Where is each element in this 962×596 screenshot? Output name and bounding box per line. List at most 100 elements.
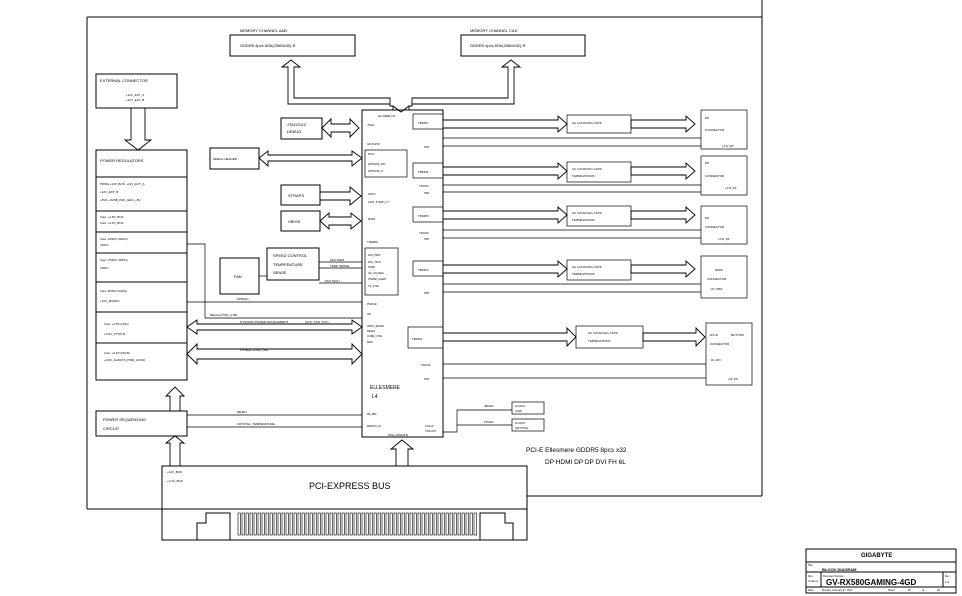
pr-row5-a: Vout: +1.8V (LDO) <box>104 322 129 326</box>
serial-arrow <box>258 150 363 168</box>
gpu-gpio-sub: GPIO_STRAP_0..7.. <box>368 201 391 204</box>
pcie-pin <box>305 512 309 536</box>
clock-crystal-line1: CLOCK <box>515 421 525 425</box>
jtag-line2: DEBUG <box>287 129 301 134</box>
ac-4-line2: TERMINATIONS <box>588 339 610 343</box>
gpu-sub-8: VDDC_SENSE <box>367 325 384 328</box>
tmds-4: TMDPA <box>412 337 422 341</box>
straps: STRAPS <box>280 184 321 206</box>
memory-channel-ab: MEMORY CHANNEL A&B GDDR5 4pcs 8Gb(256Mx3… <box>229 28 356 57</box>
tb-size: Custom <box>808 579 819 583</box>
pcie-pin <box>253 512 257 536</box>
pcie-pin <box>281 512 285 536</box>
conn-2-line1: DP <box>705 216 709 220</box>
speed-line1: SPEED CONTROL <box>273 253 308 258</box>
pr-row2-a: Vout: VDDCI (3APH) <box>100 237 128 241</box>
gpu-right-0: TXDATA <box>419 185 429 188</box>
connectors: DP CONNECTOR +3.3V_DP DP CONNECTOR +3.3V… <box>700 109 753 386</box>
pr-row4-b: +12V_MVDDC <box>100 299 121 303</box>
jtag-debug: JTAG/SCC DEBUG <box>280 117 323 140</box>
gpu-right-7: HPD <box>424 378 429 381</box>
vbios-arrow <box>319 211 362 231</box>
output-arrows <box>442 114 706 348</box>
pcie-pin <box>333 512 337 536</box>
pcie-pins <box>237 512 477 536</box>
ac-0-line1: AC COUPLING CAPS <box>572 121 602 125</box>
pcie-pin <box>437 512 441 536</box>
pcie-pin <box>317 512 321 536</box>
pcie-pin <box>401 512 405 536</box>
power-good-arrow <box>186 342 363 366</box>
ac-3-line1: AC COUPLING CAPS <box>572 265 602 269</box>
pr-row0-c: +5VS +3VSB_PAD_GEN_+5V <box>100 198 141 202</box>
tb-sheet-label: Sheet <box>888 589 895 592</box>
wire-reset: RESET <box>237 410 247 414</box>
note-line2: DP HDMI DP DP DVI FH 6L <box>545 459 626 466</box>
clock-chip-line1: CLOCK <box>515 404 525 408</box>
conn-1-line3: +3.3V_DP <box>725 187 737 190</box>
gpu-therm: THERM <box>367 240 378 244</box>
serial-header-label: SERIAL HEADER <box>213 157 238 161</box>
tb-rev: 1.0 <box>945 580 950 584</box>
gpu-right-bottom-0: XTALIN <box>425 425 434 428</box>
ac-3-line2: TERMINATIONS <box>572 272 594 276</box>
conn-3-line1: HDMI <box>715 268 723 272</box>
gpu-right-3: HPD <box>424 238 429 241</box>
gpu-sub-10: CORE_CTRL <box>367 335 383 338</box>
tb-date-label: Date: <box>808 589 814 592</box>
tb-rev-label: Rev <box>945 575 950 578</box>
pr-row1-a: Vout: +1.8V_BUS <box>100 215 123 219</box>
conn-4-line2: BOTTOM <box>731 333 744 337</box>
tmds-3: TMDPC <box>418 268 429 272</box>
pcie-pin <box>309 512 313 536</box>
pcie-pin <box>337 512 341 536</box>
power-regulators-title: POWER REGULATORS <box>100 158 144 163</box>
gpu-jtag: JTAG <box>367 123 375 127</box>
tb-date: Monday, February 27, 2017 <box>822 589 853 592</box>
memory-ab-title: MEMORY CHANNEL A&B <box>240 28 287 33</box>
wire-48mhz: 48MHz <box>484 404 494 408</box>
tb-company: GIGABYTE <box>861 553 892 559</box>
wire-dynamic-sub: (SVC, SVD, SVT) <box>305 320 329 324</box>
external-connector: EXTERNAL CONNECTOR +12V_EXT_A +12V_EXT_B <box>95 73 178 109</box>
pr-row3-b: VDDC <box>100 266 109 270</box>
conn-0-line3: +3.3V_DP <box>722 145 734 148</box>
jtag-arrow <box>321 117 360 139</box>
pcie-pin <box>441 512 445 536</box>
pcie-pin <box>329 512 333 536</box>
gpu-name: ELLESMERE <box>370 385 401 391</box>
jtag-line1: JTAG/SCC <box>287 122 307 127</box>
pcie-pin <box>445 512 449 536</box>
gpu-bottom-center: PCIE_LANE[15:0] <box>388 434 408 437</box>
tb-size-label: Size <box>808 575 813 578</box>
ac-coupling: AC COUPLING CAPS AC COUPLING CAPS TERMIN… <box>566 114 644 349</box>
gpu-top: GH MEM I/O <box>378 114 396 118</box>
conn-4-line3: CONNECTOR <box>710 342 730 346</box>
pr-row6-b: +0.9V_ALWAYS_PWR_GOOD <box>104 358 146 362</box>
pcie-pin <box>321 512 325 536</box>
gpu-sub: L4 <box>372 394 378 400</box>
gpu-dvo: DVO <box>368 152 375 156</box>
gpu-sub-0: FAN_PWM <box>368 254 380 257</box>
conn-4-line1: DVI-D <box>710 333 719 337</box>
clock-crystal-line2: CRYSTAL <box>515 426 529 430</box>
gpu-right-bottom-1: XTALOUT <box>425 430 437 433</box>
pcie-bus: PCI-EXPRESS BUS +12V_BUS +3.3V_BUS <box>161 465 528 541</box>
gpu-dvo-sub2: DVPDATA_1/... <box>368 170 385 173</box>
gpu-bottom-1: PERST#_IN <box>367 425 381 428</box>
pcie-pin <box>385 512 389 536</box>
pcie-to-gpu-arrow <box>389 439 415 467</box>
gpu-dvo-sub1: DVPDATA_0/IN <box>368 163 386 166</box>
gpu-sub-1: FAN_TACH <box>368 261 381 264</box>
pcie-pin <box>417 512 421 536</box>
fan: FAN <box>219 257 260 295</box>
clock-wires: 48MHz 27MHz <box>443 404 512 433</box>
speed-line3: SENSE <box>273 270 287 275</box>
power-regulators: POWER REGULATORS PWRA +12V_BUS, +12V_EXT… <box>95 149 188 381</box>
gpu-sub-3: I2C_SCL/SDA <box>368 272 384 275</box>
gpu-sub-9: RESET <box>367 330 376 333</box>
pcie-pin <box>313 512 317 536</box>
tb-of-label: of <box>922 589 924 592</box>
straps-arrow <box>319 186 362 206</box>
